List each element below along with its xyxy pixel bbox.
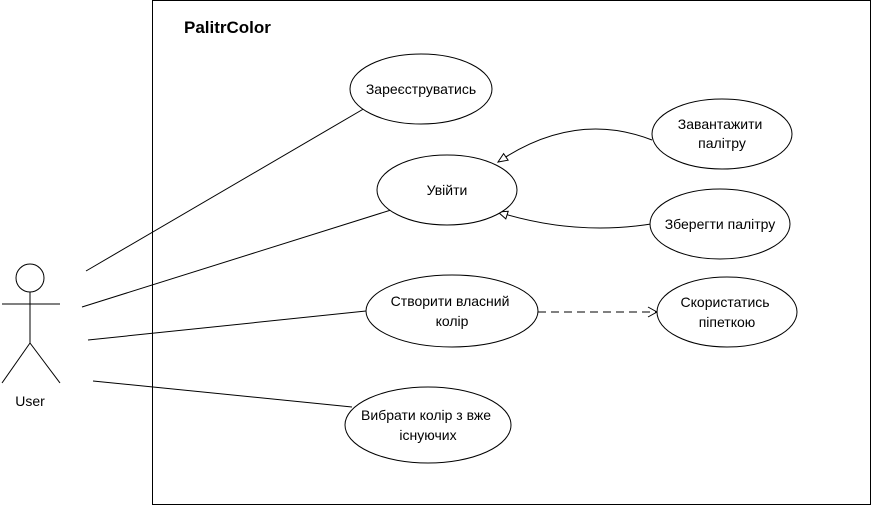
use-case-label-line: Зареєструватись (366, 81, 476, 97)
use-case-label-line: палітру (698, 135, 746, 151)
use-case-ellipse (656, 276, 798, 348)
association-create-color (87, 310, 367, 341)
generalization-save-palette (497, 211, 652, 229)
use-case-label-line: Увійти (427, 182, 468, 198)
use-case-ellipse (344, 386, 512, 464)
use-case-label: Зберегти палітру (665, 216, 776, 232)
use-case-ellipse (365, 274, 539, 348)
use-case-label-line: Створити власний (391, 293, 510, 309)
use-case-login: Увійти (376, 154, 518, 226)
use-case-label: Вибрати колір з вже існуючих (361, 407, 495, 443)
use-case-label-line: Зберегти палітру (665, 216, 776, 232)
use-case-label: Зареєструватись (366, 81, 476, 97)
use-case-label: Завантажити палітру (678, 116, 766, 151)
use-case-ellipse (349, 53, 493, 125)
use-case-label-line: існуючих (399, 427, 456, 443)
use-case-ellipse (649, 188, 791, 260)
use-case-label-line: піпеткою (699, 314, 756, 330)
actor-left-leg (1, 342, 31, 384)
use-case-pick-color: Вибрати колір з вже існуючих (344, 386, 512, 464)
use-case-label-line: Вибрати колір з вже (361, 407, 491, 423)
actor-user: User (1, 263, 61, 409)
system-boundary (152, 0, 871, 505)
use-case-label-line: Завантажити (678, 116, 763, 132)
use-case-register: Зареєструватись (349, 53, 493, 125)
association-pick-color (92, 380, 353, 408)
use-case-label-line: колір (436, 313, 469, 329)
use-case-label: Створити власний колір (391, 293, 514, 329)
use-case-create-color: Створити власний колір (365, 274, 539, 348)
association-register (85, 103, 373, 272)
generalization-head-load (496, 152, 509, 163)
use-case-label: Скористатись піпеткою (681, 294, 774, 330)
generalization-head-save (496, 210, 509, 220)
use-case-label: Увійти (427, 182, 468, 198)
actor-label: User (15, 393, 45, 409)
use-case-load-palette: Завантажити палітру (651, 98, 793, 170)
use-case-use-eyedropper: Скористатись піпеткою (656, 276, 798, 348)
actor-head (15, 263, 45, 293)
generalization-load-palette (497, 128, 653, 163)
use-case-ellipse (651, 98, 793, 170)
actor-right-leg (29, 342, 61, 384)
association-login (81, 209, 392, 308)
use-case-save-palette: Зберегти палітру (649, 188, 791, 260)
use-case-label-line: Скористатись (681, 294, 770, 310)
system-title: PalitrColor (184, 18, 271, 37)
use-case-ellipse (376, 154, 518, 226)
